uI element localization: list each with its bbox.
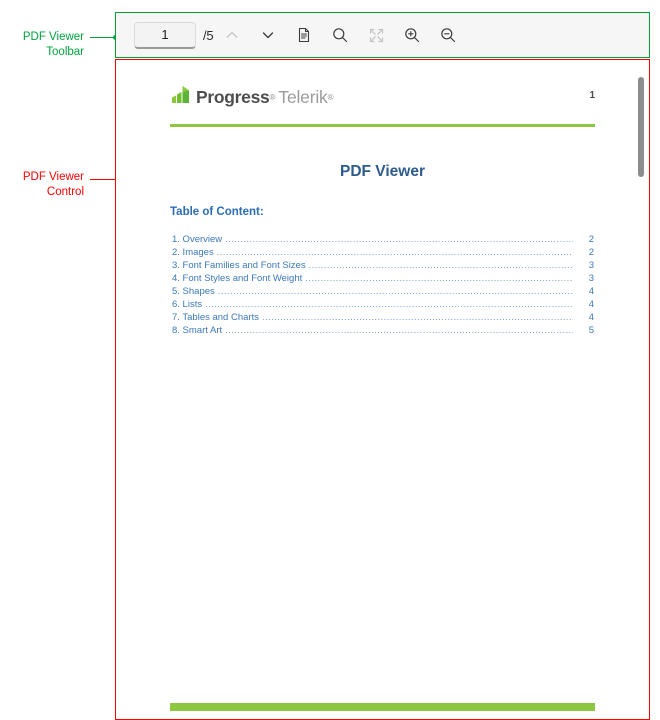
zoom-in-icon [403,26,421,44]
pdf-page-1: Progress®Telerik® 1 PDF Viewer Table of … [116,58,649,720]
logo-brand-text: Progress [196,86,270,107]
document-header-rule [170,124,595,127]
annotation-leader-line-control [90,179,118,180]
logo-product-text: Telerik [278,86,328,107]
toc-entry[interactable]: 5. Shapes ..............................… [172,285,594,298]
logo-trademark-product: ® [327,92,334,102]
vertical-scrollbar-thumb[interactable] [638,77,644,177]
progress-logo-mark-icon [170,84,191,110]
document-page-number: 1 [589,90,595,101]
annotation-leader-line-toolbar [90,37,116,38]
toc-leader-dots: ........................................… [205,299,573,310]
toc-entry-page: 3 [588,260,594,271]
toc-leader-dots: ........................................… [261,312,573,323]
pdf-page-area[interactable]: Progress®Telerik® 1 PDF Viewer Table of … [116,58,649,720]
toc-entry-page: 2 [588,234,594,245]
toc-leader-dots: ........................................… [217,286,573,297]
toc-entry-page: 5 [588,325,594,336]
toc-entry[interactable]: 3. Font Families and Font Sizes ........… [172,259,594,272]
toc-entry[interactable]: 6. Lists ...............................… [172,298,594,311]
document-title: PDF Viewer [339,163,425,180]
toc-leader-dots: ........................................… [305,273,573,284]
vertical-scrollbar[interactable] [637,60,647,718]
document-footer-rule [170,703,595,711]
annotation-label-pdf-viewer-toolbar: PDF Viewer Toolbar [22,31,84,58]
page-number-input[interactable] [134,21,196,49]
toc-entry-page: 4 [588,286,594,297]
pdf-viewer-control: /5 [116,13,649,720]
toc-leader-dots: ........................................… [216,247,573,258]
toc-entry[interactable]: 8. Smart Art ...........................… [172,324,594,337]
toc-entry-label: 2. Images [172,247,214,258]
previous-page-button[interactable] [215,20,249,50]
toc-entry-label: 3. Font Families and Font Sizes [172,260,306,271]
toc-entry[interactable]: 2. Images ..............................… [172,246,594,259]
table-of-content-list: 1. Overview ............................… [172,233,594,337]
toc-entry[interactable]: 1. Overview ............................… [172,233,594,246]
fit-to-width-button[interactable] [359,20,393,50]
page-count-label: /5 [203,27,214,43]
annotation-label-pdf-viewer-control: PDF Viewer Control [22,171,84,198]
toc-entry-label: 5. Shapes [172,286,215,297]
toc-entry-label: 7. Tables and Charts [172,312,259,323]
zoom-in-button[interactable] [395,20,429,50]
logo-trademark-brand: ® [269,92,276,102]
toc-entry-page: 4 [588,299,594,310]
table-of-content-heading: Table of Content: [170,206,264,218]
toc-entry-page: 4 [588,312,594,323]
toggle-text-selection-button[interactable] [287,20,321,50]
toc-entry-label: 8. Smart Art [172,325,223,336]
document-icon [296,27,312,43]
next-page-button[interactable] [251,20,285,50]
search-icon [331,26,349,44]
toc-entry-page: 3 [588,273,594,284]
progress-telerik-logo: Progress®Telerik® [170,84,333,110]
toc-leader-dots: ........................................… [308,260,573,271]
toc-leader-dots: ........................................… [225,234,573,245]
toc-entry-label: 4. Font Styles and Font Weight [172,273,303,284]
zoom-out-icon [439,26,457,44]
toc-entry-page: 2 [588,247,594,258]
toc-leader-dots: ........................................… [225,325,573,336]
document-header: Progress®Telerik® 1 [170,84,595,110]
toc-entry[interactable]: 7. Tables and Charts ...................… [172,311,594,324]
toc-entry[interactable]: 4. Font Styles and Font Weight .........… [172,272,594,285]
chevron-down-icon [260,27,276,43]
pdf-viewer-toolbar: /5 [116,13,649,58]
search-button[interactable] [323,20,357,50]
fit-to-width-icon [368,27,385,44]
zoom-out-button[interactable] [431,20,465,50]
toc-entry-label: 1. Overview [172,234,223,245]
toc-entry-label: 6. Lists [172,299,203,310]
chevron-up-icon [224,27,240,43]
